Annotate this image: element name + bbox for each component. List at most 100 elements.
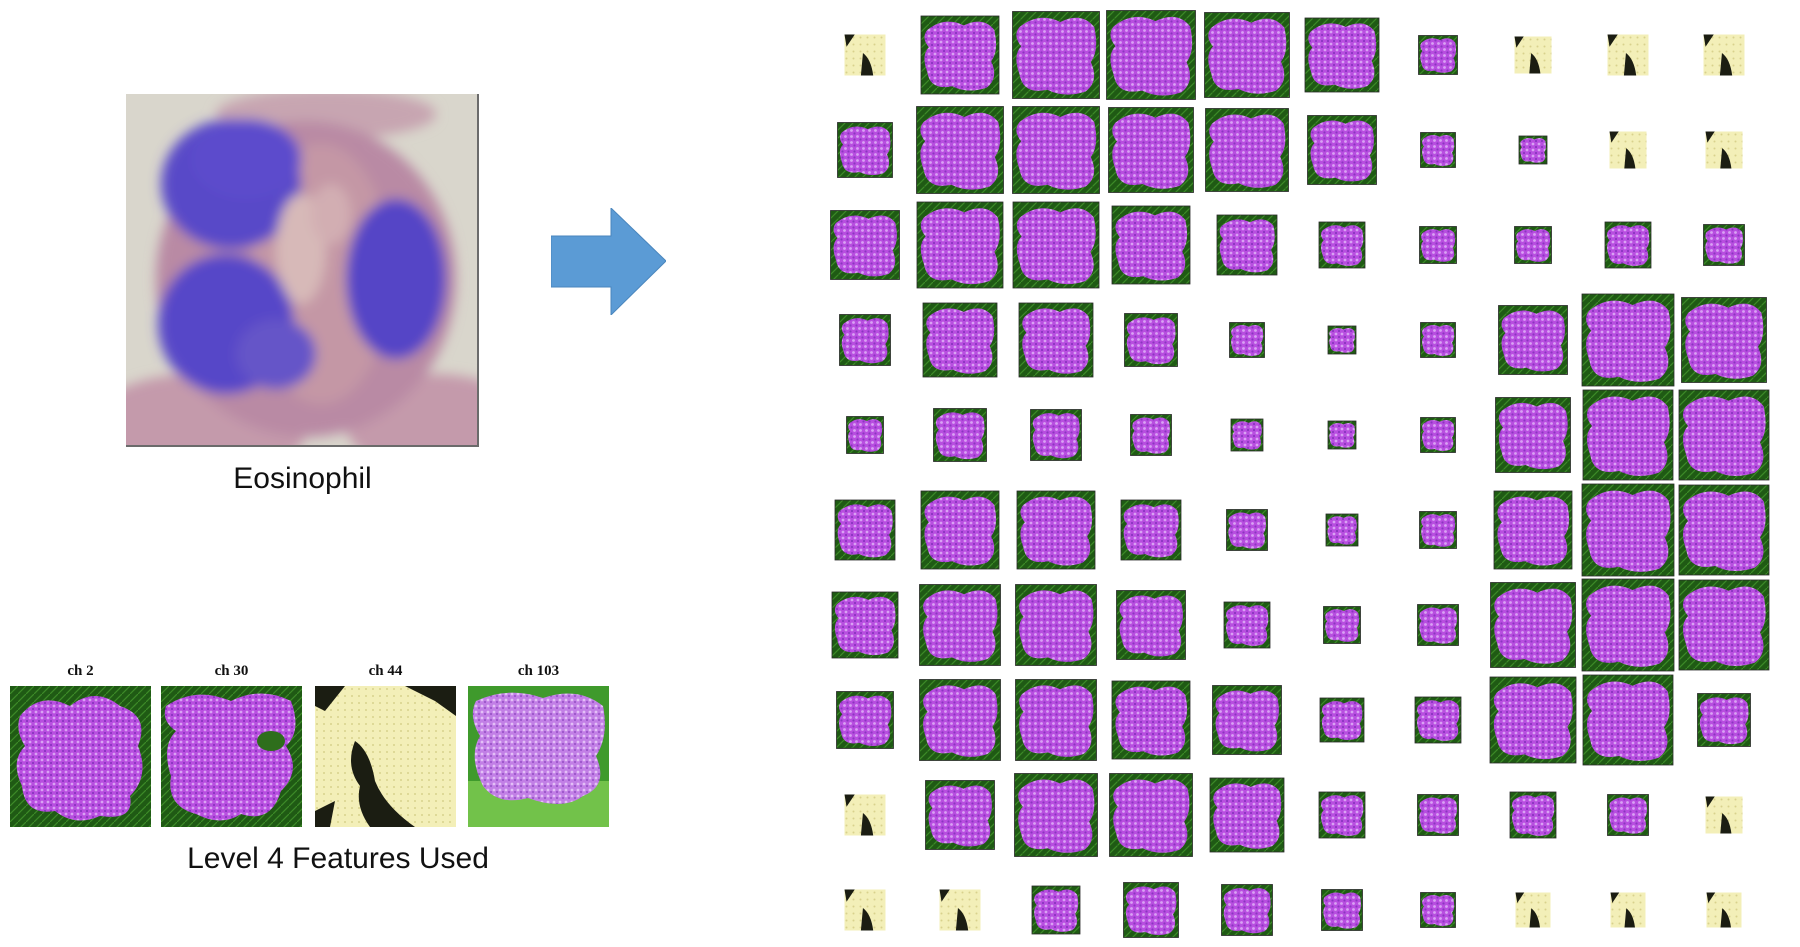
grid-tile [1515, 892, 1551, 928]
grid-tile [1230, 418, 1264, 452]
grid-tile [1319, 697, 1365, 743]
grid-tile [1012, 11, 1100, 99]
right-arrow-icon [551, 208, 666, 315]
grid-tile [1581, 483, 1675, 577]
feature-map-ch2 [10, 686, 151, 827]
grid-tile [1109, 773, 1193, 857]
grid-tile [1318, 221, 1366, 269]
grid-tile [1420, 322, 1456, 358]
grid-tile [1325, 513, 1359, 547]
grid-tile [1604, 221, 1652, 269]
grid-tile [1607, 34, 1649, 76]
grid-tile [1518, 135, 1548, 165]
grid-tile [1327, 420, 1357, 450]
grid-tile [839, 314, 891, 366]
feature-map-ch103 [468, 686, 609, 827]
grid-tile [919, 584, 1001, 666]
grid-tile [831, 591, 899, 659]
grid-tile [1609, 131, 1647, 169]
grid-tile [1205, 108, 1289, 192]
grid-tile [1018, 302, 1094, 378]
grid-tile [1420, 417, 1456, 453]
grid-tile [933, 408, 987, 462]
grid-tile [1681, 297, 1767, 383]
grid-tile [1419, 511, 1457, 549]
grid-tile [1610, 892, 1646, 928]
grid-tile [1111, 680, 1191, 760]
grid-tile [837, 122, 893, 178]
grid-tile [916, 106, 1004, 194]
grid-tile [1012, 201, 1100, 289]
grid-tile [1705, 131, 1743, 169]
grid-tile [1116, 590, 1186, 660]
eosinophil-image [126, 94, 479, 447]
cell-caption: Eosinophil [233, 462, 372, 495]
grid-tile [1124, 313, 1178, 367]
grid-tile [830, 210, 900, 280]
grid-tile [1318, 791, 1366, 839]
grid-tile [1417, 794, 1459, 836]
grid-tile [1514, 36, 1552, 74]
grid-tile [1419, 226, 1457, 264]
grid-tile [836, 691, 894, 749]
grid-tile [922, 302, 998, 378]
grid-tile [1703, 224, 1745, 266]
features-caption: Level 4 Features Used [187, 842, 489, 875]
grid-tile [919, 679, 1001, 761]
grid-tile [834, 499, 896, 561]
grid-tile [1495, 397, 1571, 473]
grid-tile [1678, 579, 1770, 671]
grid-tile [1209, 777, 1285, 853]
grid-tile [1015, 584, 1097, 666]
grid-tile [1327, 325, 1357, 355]
grid-tile [1216, 214, 1278, 276]
feature-label: ch 2 [67, 663, 94, 679]
grid-tile [1420, 132, 1456, 168]
grid-tile [1581, 293, 1675, 387]
grid-tile [1514, 226, 1552, 264]
grid-tile [1307, 115, 1377, 185]
grid-tile [1304, 17, 1380, 93]
grid-tile [1582, 674, 1674, 766]
grid-tile [1706, 892, 1742, 928]
grid-tile [1418, 35, 1458, 75]
grid-tile [1221, 884, 1273, 936]
feature-label: ch 44 [368, 663, 403, 679]
grid-tile [844, 34, 886, 76]
grid-tile [1705, 796, 1743, 834]
grid-tile [1223, 601, 1271, 649]
grid-tile [1697, 693, 1751, 747]
grid-tile [1417, 604, 1459, 646]
grid-tile [916, 201, 1004, 289]
grid-tile [844, 794, 886, 836]
grid-tile [1012, 106, 1100, 194]
feature-map-ch30 [161, 686, 302, 827]
grid-tile [1498, 305, 1568, 375]
grid-tile [1678, 389, 1770, 481]
grid-tile [1226, 509, 1268, 551]
grid-tile [1581, 578, 1675, 672]
grid-tile [920, 490, 1000, 570]
grid-tile [1509, 791, 1557, 839]
grid-tile [925, 780, 995, 850]
feature-label: ch 103 [517, 663, 560, 679]
grid-tile [1420, 892, 1456, 928]
grid-tile [1106, 10, 1196, 100]
grid-tile [1111, 205, 1191, 285]
grid-tile [1678, 484, 1770, 576]
grid-tile [1123, 882, 1179, 938]
grid-tile [1490, 582, 1576, 668]
grid-tile [1120, 499, 1182, 561]
grid-tile [1323, 606, 1361, 644]
grid-tile [1031, 885, 1081, 935]
grid-tile [920, 15, 1000, 95]
grid-tile [844, 889, 886, 931]
grid-tile [1582, 389, 1674, 481]
feature-label: ch 30 [214, 663, 249, 679]
grid-tile [1489, 676, 1577, 764]
grid-tile [1493, 490, 1573, 570]
grid-tile [1321, 889, 1363, 931]
grid-tile [939, 889, 981, 931]
grid-tile [1108, 107, 1194, 193]
